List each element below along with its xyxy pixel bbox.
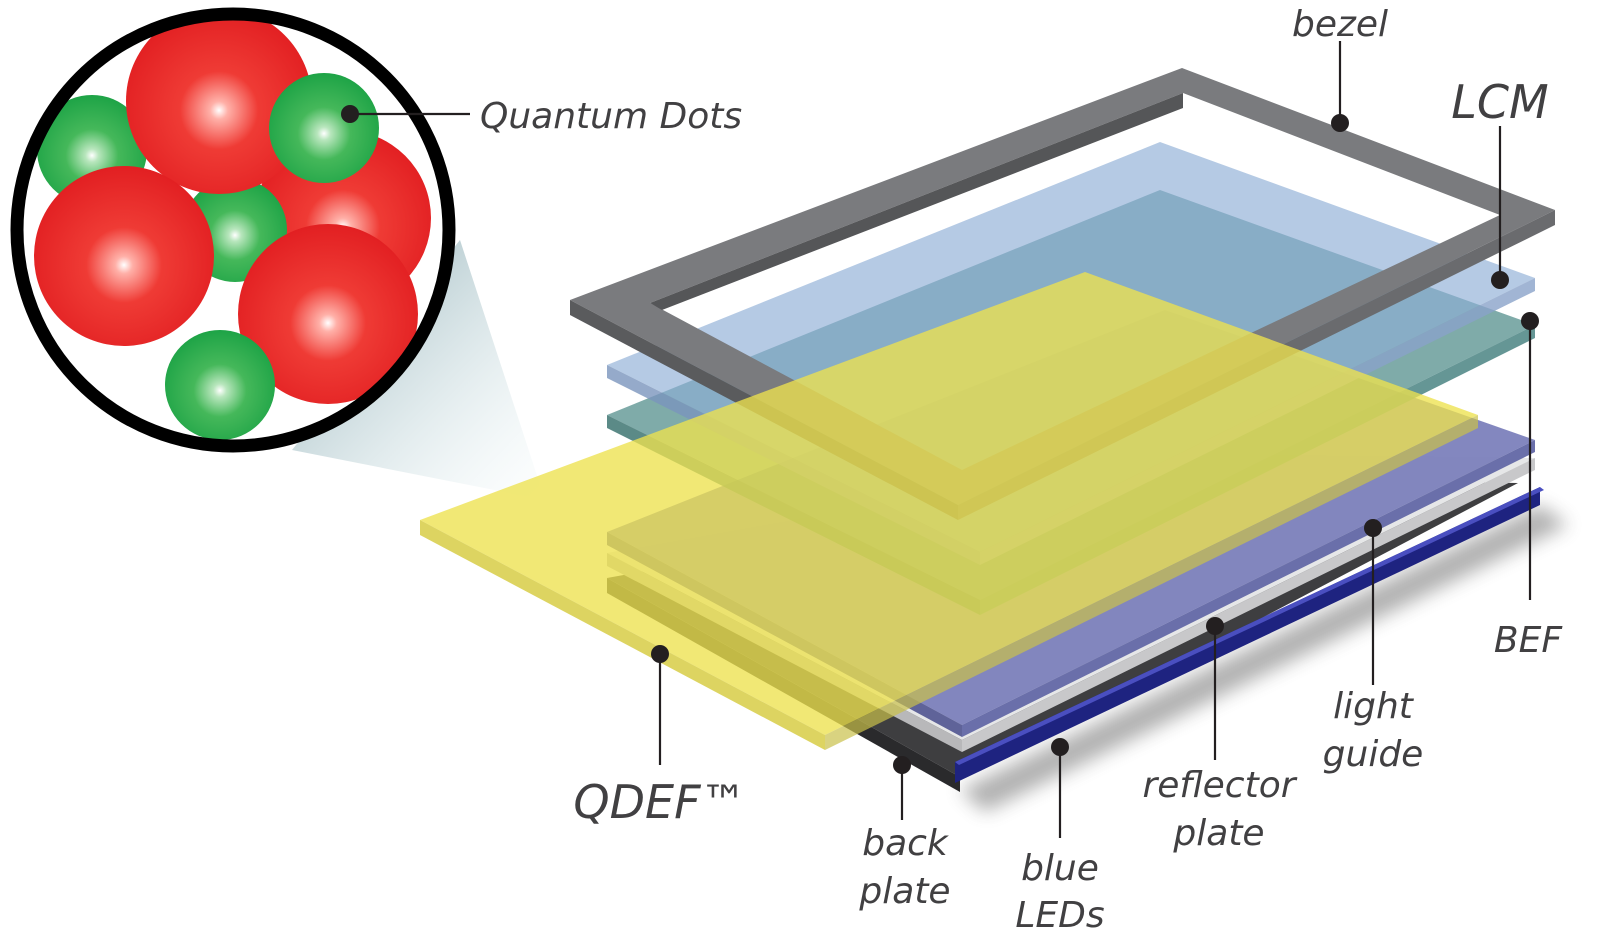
light-guide-label-line2: guide: [1323, 734, 1424, 775]
light-guide-label-line1: light: [1333, 686, 1415, 727]
qdef-layer: [420, 272, 1478, 750]
blue-leds-label-line2: LEDs: [1015, 895, 1104, 933]
lcm-label: LCM: [1451, 75, 1548, 129]
blue-leds-label-line1: blue: [1021, 848, 1099, 889]
bezel-label: bezel: [1292, 4, 1388, 45]
magnifier-ring: [10, 7, 456, 453]
reflector-plate-label-line2: plate: [1172, 813, 1264, 854]
back-plate-label-line2: plate: [858, 871, 950, 912]
bef-label: BEF: [1494, 620, 1563, 661]
reflector-plate-label-line1: reflector: [1142, 765, 1297, 806]
leader-dots: [341, 105, 1539, 774]
blue-leds-layer: [955, 487, 1544, 783]
qdef-label: QDEF™: [573, 775, 746, 829]
quantum-dots-label: Quantum Dots: [480, 96, 742, 137]
leader-lines: [350, 41, 1532, 838]
stack-shadow: [960, 505, 1568, 812]
quantum-dots-magnifier: [10, 7, 456, 453]
back-plate-label-line1: back: [862, 823, 950, 864]
magnifier-cone: [292, 240, 545, 500]
